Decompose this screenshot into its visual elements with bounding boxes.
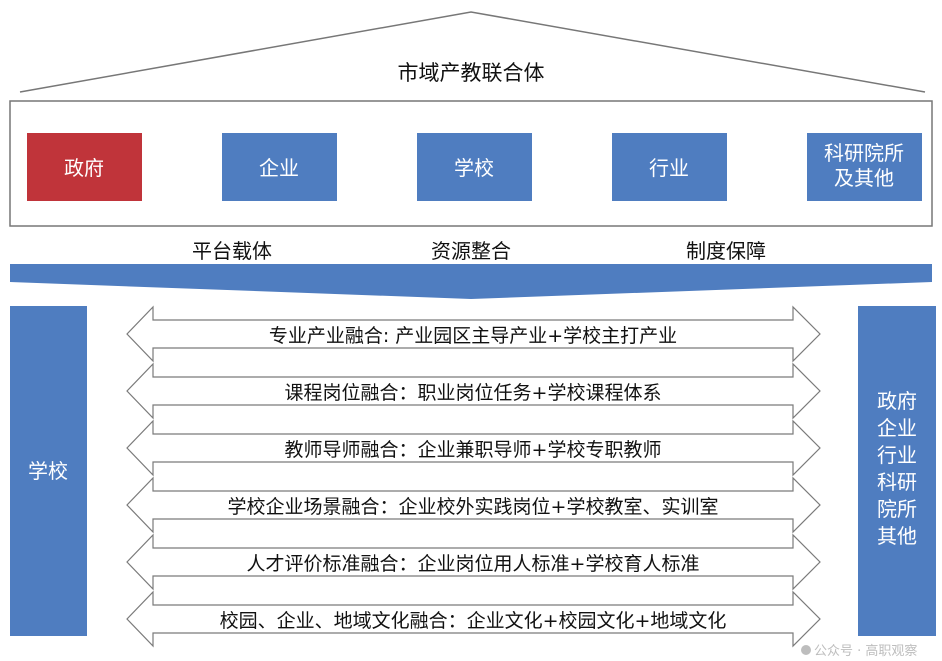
member-label: 政府 xyxy=(64,156,104,180)
double-arrow-shape xyxy=(126,419,821,477)
integration-arrow: 教师导师融合：企业兼职导师+学校专职教师 xyxy=(126,419,821,477)
wechat-icon xyxy=(801,645,811,655)
member-box xyxy=(27,133,142,201)
foundation-band xyxy=(10,264,932,299)
partners-side-label: 科研 xyxy=(877,470,917,494)
double-arrow-shape xyxy=(126,476,821,534)
integration-label: 人才评价标准融合：企业岗位用人标准+学校育人标准 xyxy=(247,553,700,575)
diagram-title: 市域产教联合体 xyxy=(398,61,545,85)
partners-side-box xyxy=(858,306,936,636)
integration-arrow: 专业产业融合: 产业园区主导产业+学校主打产业 xyxy=(126,305,821,363)
member-label: 企业 xyxy=(259,156,299,180)
partners-side-label: 政府 xyxy=(877,389,917,413)
double-arrow-shape xyxy=(126,590,821,648)
partners-side-label: 行业 xyxy=(877,443,917,467)
member-box xyxy=(807,133,922,201)
member-box xyxy=(612,133,727,201)
integration-label: 校园、企业、地域文化融合：企业文化+校园文化+地域文化 xyxy=(220,610,727,632)
partners-side-label: 企业 xyxy=(877,416,917,440)
watermark-text: 公众号 · 高职观察 xyxy=(814,643,917,657)
integration-arrow: 人才评价标准融合：企业岗位用人标准+学校育人标准 xyxy=(126,533,821,591)
support-system: 制度保障 xyxy=(686,239,766,263)
support-resources: 资源整合 xyxy=(431,239,511,263)
integration-label: 课程岗位融合：职业岗位任务+学校课程体系 xyxy=(285,382,662,404)
integration-label: 专业产业融合: 产业园区主导产业+学校主打产业 xyxy=(269,325,677,347)
integration-label: 学校企业场景融合：企业校外实践岗位+学校教室、实训室 xyxy=(228,496,719,518)
watermark: 公众号 · 高职观察 xyxy=(801,643,917,659)
integration-arrow: 学校企业场景融合：企业校外实践岗位+学校教室、实训室 xyxy=(126,476,821,534)
member-1: 企业 xyxy=(222,133,337,201)
member-label: 学校 xyxy=(454,156,494,180)
roof-outline xyxy=(19,11,926,93)
member-box xyxy=(417,133,532,201)
integration-arrow: 课程岗位融合：职业岗位任务+学校课程体系 xyxy=(126,362,821,420)
member-2: 学校 xyxy=(417,133,532,201)
school-side-box xyxy=(10,306,87,636)
member-label: 科研院所 xyxy=(824,141,904,165)
member-label: 行业 xyxy=(649,156,689,180)
partners-side-label: 其他 xyxy=(877,524,917,548)
integration-arrow: 校园、企业、地域文化融合：企业文化+校园文化+地域文化 xyxy=(126,590,821,648)
member-0: 政府 xyxy=(27,133,142,201)
support-platform: 平台载体 xyxy=(192,239,272,263)
partners-side-label: 院所 xyxy=(877,497,917,521)
member-box xyxy=(222,133,337,201)
double-arrow-shape xyxy=(126,362,821,420)
integration-label: 教师导师融合：企业兼职导师+学校专职教师 xyxy=(285,439,662,461)
member-3: 行业 xyxy=(612,133,727,201)
double-arrow-shape xyxy=(126,533,821,591)
school-side-label: 学校 xyxy=(28,459,68,483)
double-arrow-shape xyxy=(126,305,821,363)
member-label: 及其他 xyxy=(834,166,894,190)
